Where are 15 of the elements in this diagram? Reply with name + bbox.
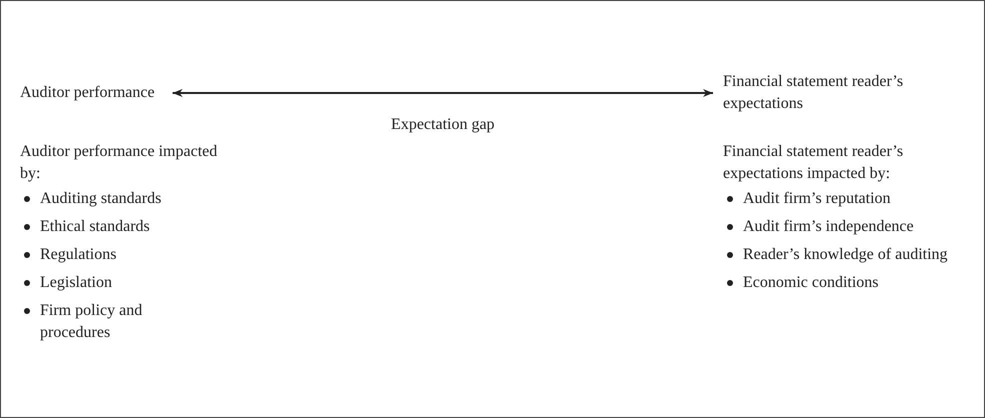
- list-item: Audit firm’s reputation: [743, 190, 891, 207]
- list-item: Audit firm’s independence: [743, 218, 914, 235]
- list-item: Economic conditions: [743, 274, 879, 291]
- list-item: Auditing standards: [40, 190, 162, 207]
- list-item: Regulations: [40, 246, 116, 263]
- list-item: Firm policy and procedures: [40, 302, 142, 341]
- node-text: Financial statement reader’s expectations: [723, 71, 963, 115]
- list-heading: Auditor performance impacted by:: [20, 142, 218, 184]
- list-item: Reader’s knowledge of auditing: [743, 246, 948, 263]
- list-item: Legislation: [40, 274, 112, 291]
- edge-label: Expectation gap: [391, 115, 495, 135]
- double-arrow: [172, 89, 713, 97]
- node-text: Auditor performance: [20, 82, 240, 104]
- list-item: Ethical standards: [40, 218, 150, 235]
- list-heading: Financial statement reader’s expectations impacted by:: [723, 142, 904, 184]
